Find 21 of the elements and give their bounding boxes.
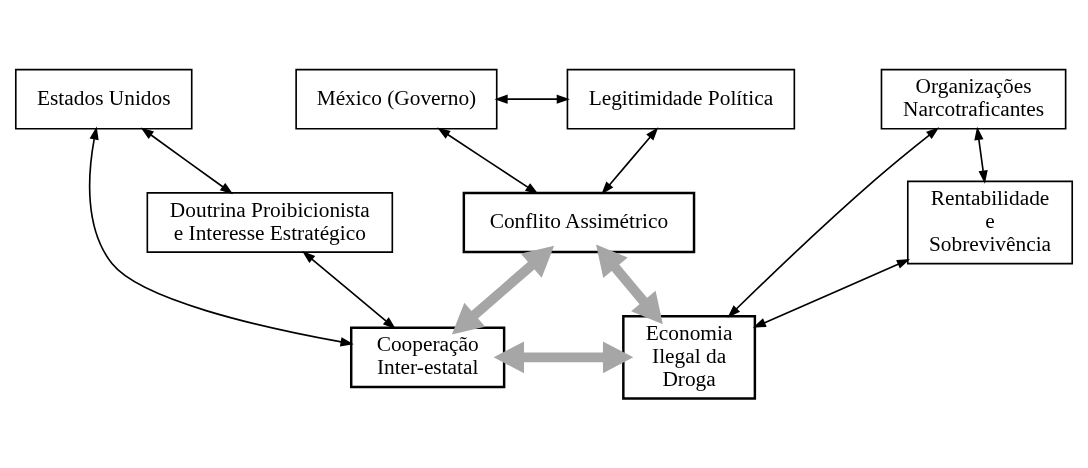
arrow (601, 127, 659, 195)
arrow (494, 94, 570, 104)
arrow (596, 244, 663, 325)
arrow (140, 127, 234, 195)
arrow (302, 251, 396, 330)
node-box: Organizações Narcotraficantes (880, 68, 1067, 130)
node-box: Legitimidade Política (566, 68, 796, 130)
arrow (493, 341, 634, 374)
arrow (727, 127, 940, 318)
node-box: Estados Unidos (14, 68, 193, 130)
node-box: Cooperação Inter-estatal (349, 326, 506, 389)
node-box: México (Governo) (295, 68, 498, 130)
arrow (974, 126, 988, 184)
arrow (437, 127, 539, 195)
node-box: Rentabilidade e Sobrevivência (906, 180, 1074, 265)
arrow (88, 126, 354, 347)
arrow (451, 245, 555, 335)
node-box: Economia Ilegal da Droga (622, 314, 757, 400)
node-box: Conflito Assimétrico (462, 191, 696, 254)
node-box: Doutrina Proibicionista e Interesse Estratégico (146, 192, 394, 253)
arrow (752, 259, 911, 328)
